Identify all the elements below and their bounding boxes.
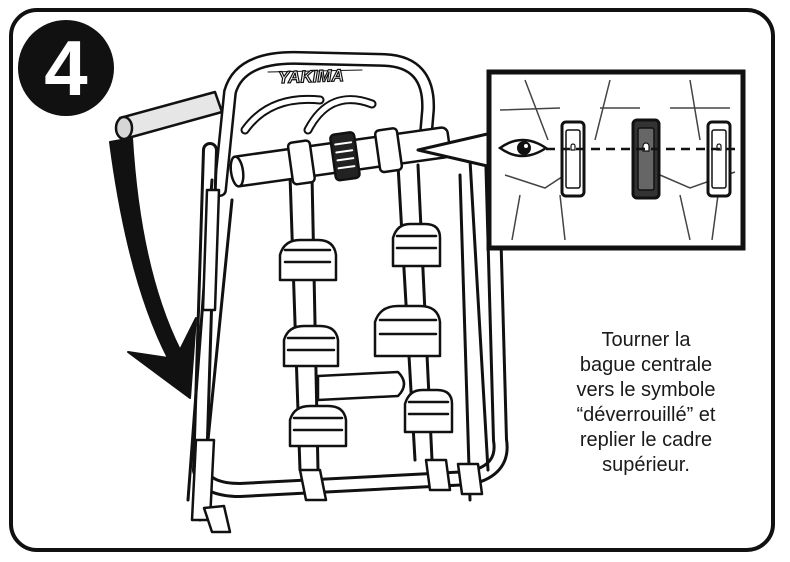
instruction-line: Tourner la [601,329,691,351]
instruction-line: replier le cadre [579,429,713,451]
right-ring [373,127,404,174]
instruction-line: bague centrale [579,354,713,376]
instruction-text: Tourner la bague centrale vers le symbol… [536,328,756,478]
step-number-badge: 4 [18,20,114,116]
zoom-right-ring [706,120,732,198]
straps [190,188,484,534]
instruction-line: vers le symbole [576,379,716,401]
rotation-arrow-icon [109,137,197,399]
step-number: 4 [44,24,88,112]
zoom-left-ring [560,120,586,198]
center-lock-ring [329,131,361,182]
instruction-line: supérieur. [602,454,690,476]
bike-cradles [278,222,454,448]
left-ring [286,139,316,186]
eye-icon [497,138,549,158]
zoom-callout [486,69,746,251]
lower-frame [192,142,509,498]
instruction-line: “déverrouillé” et [576,404,716,426]
brand-logo: YAKIMA [278,66,344,87]
